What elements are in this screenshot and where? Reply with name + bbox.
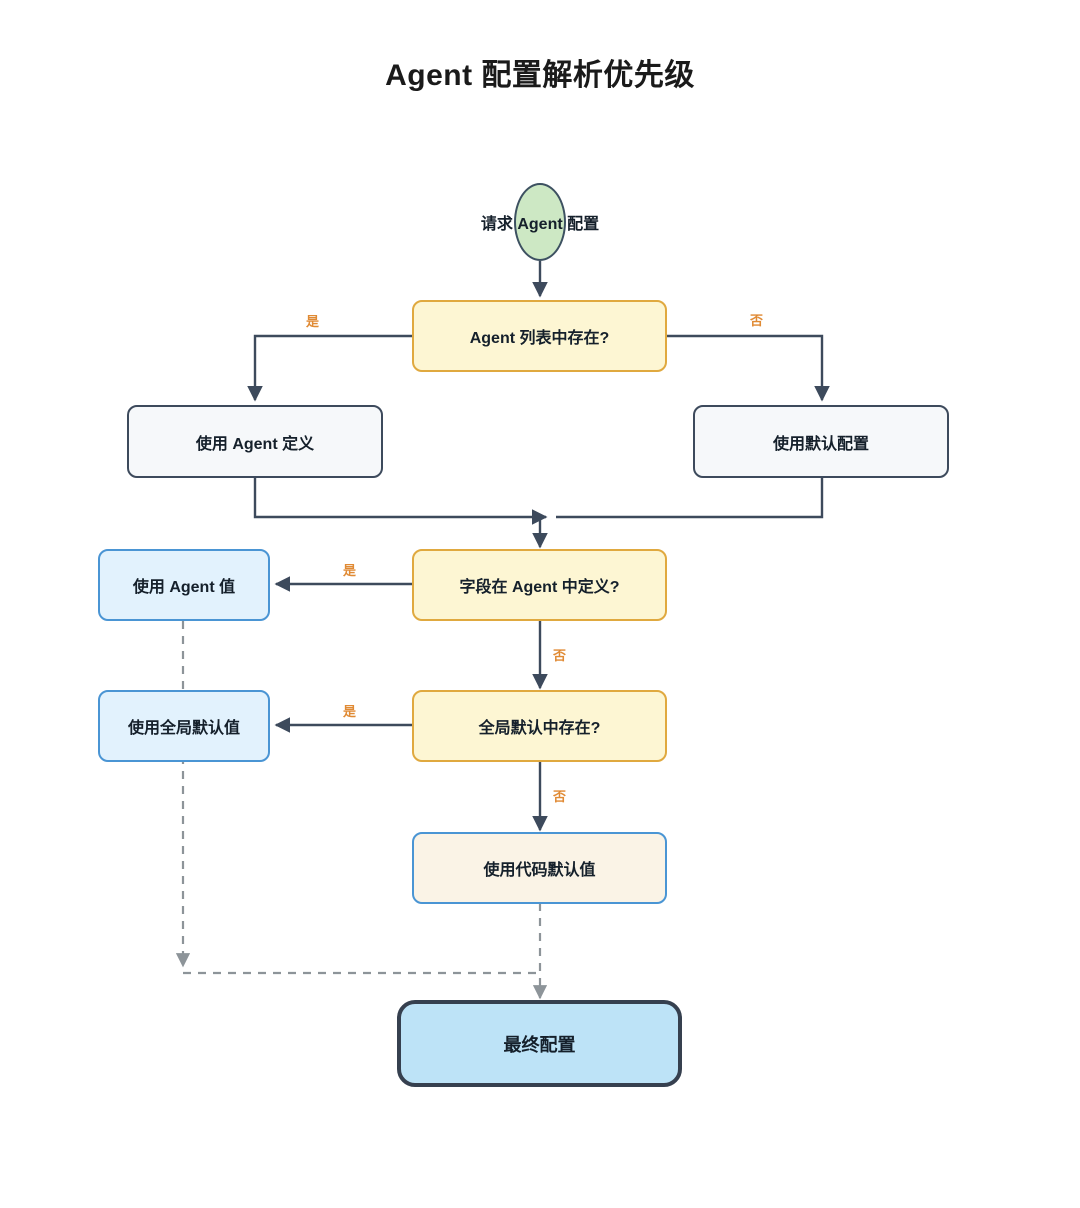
node-use-agent-definition[interactable]: 使用 Agent 定义 [127,405,383,478]
node-field-defined-in-agent[interactable]: 字段在 Agent 中定义? [412,549,667,621]
node-field-defined-in-agent-label: 字段在 Agent 中定义? [459,579,620,596]
edge-usedefault-to-merge [556,478,824,519]
node-final-config[interactable]: 最终配置 [397,1000,682,1087]
node-start[interactable]: 请求 Agent 配置 [481,183,599,261]
edge-label-d1-yes: 是 [306,314,320,329]
edge-label-d3-yes: 是 [343,704,357,719]
edge-d1-no [667,334,830,402]
node-start-label: 请求 Agent 配置 [480,216,600,233]
node-global-default-exists-label: 全局默认中存在? [478,720,601,737]
node-use-global-default[interactable]: 使用全局默认值 [98,690,270,762]
node-use-default-config-label: 使用默认配置 [772,435,869,453]
edge-label-d2-no: 否 [553,648,567,663]
node-global-default-exists[interactable]: 全局默认中存在? [412,690,667,762]
edge-label-d1-no: 否 [750,313,764,328]
edge-d1-yes [247,334,412,402]
edge-label-d3-no: 否 [553,789,567,804]
node-use-code-default[interactable]: 使用代码默认值 [412,832,667,904]
node-use-agent-value[interactable]: 使用 Agent 值 [98,549,270,621]
node-agent-list-exists-label: Agent 列表中存在? [469,330,610,347]
node-agent-list-exists[interactable]: Agent 列表中存在? [412,300,667,372]
node-use-default-config[interactable]: 使用默认配置 [693,405,949,478]
edge-useagent-to-merge [253,478,548,525]
edge-label-d2-yes: 是 [343,563,357,578]
node-use-code-default-label: 使用代码默认值 [483,862,596,879]
node-use-agent-definition-label: 使用 Agent 定义 [195,435,315,453]
node-final-config-label: 最终配置 [503,1034,576,1055]
node-use-agent-value-label: 使用 Agent 值 [132,579,236,596]
node-use-global-default-label: 使用全局默认值 [127,720,240,737]
page-title: Agent 配置解析优先级 [385,59,695,92]
